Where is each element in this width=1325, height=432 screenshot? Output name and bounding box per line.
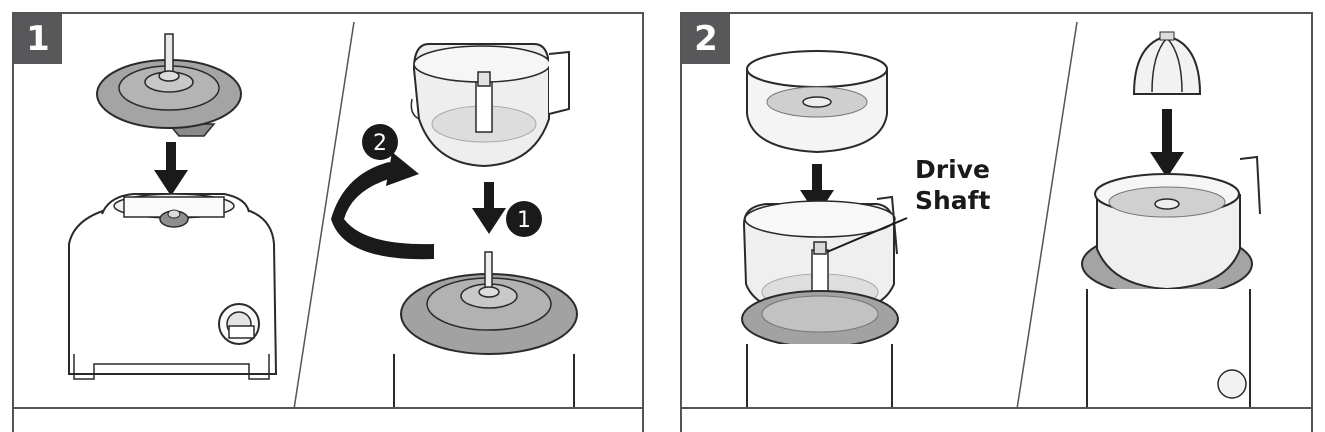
motor-base xyxy=(68,193,278,380)
svg-text:1: 1 xyxy=(517,208,531,233)
down-arrow-icon xyxy=(154,142,188,196)
scene-divider xyxy=(1016,21,1078,410)
drive-shaft-label-line1: Drive xyxy=(915,155,990,184)
drip-tray-mounted xyxy=(741,290,899,410)
drive-shaft-label: Drive Shaft xyxy=(915,154,991,216)
step-1-panel: 2 1 1 xyxy=(12,12,644,432)
scene-divider xyxy=(293,21,355,410)
step-number-badge: 2 xyxy=(682,14,730,64)
callout-leader-line xyxy=(826,217,908,253)
sequence-marker-1: 1 xyxy=(506,201,542,237)
svg-text:2: 2 xyxy=(373,131,387,156)
down-arrow-icon xyxy=(472,182,506,234)
strainer-basket xyxy=(746,50,888,154)
control-dial-icon xyxy=(1217,369,1247,399)
sequence-marker-2: 2 xyxy=(362,124,398,160)
rotate-arrow-icon xyxy=(331,162,434,260)
step-1-illustration: 2 1 xyxy=(68,21,578,410)
step-2-panel: 2 Drive Shaft xyxy=(680,12,1313,432)
drip-tray-mounted xyxy=(393,251,578,410)
assembled-juicer xyxy=(1081,155,1261,410)
step-2-illustration xyxy=(741,21,1261,410)
drip-tray xyxy=(96,33,242,137)
down-arrow-icon xyxy=(1150,109,1184,178)
reamer-cone xyxy=(1132,31,1202,95)
juice-pitcher xyxy=(410,43,570,168)
drive-shaft-label-line2: Shaft xyxy=(915,186,991,215)
step-number-badge: 1 xyxy=(14,14,62,64)
